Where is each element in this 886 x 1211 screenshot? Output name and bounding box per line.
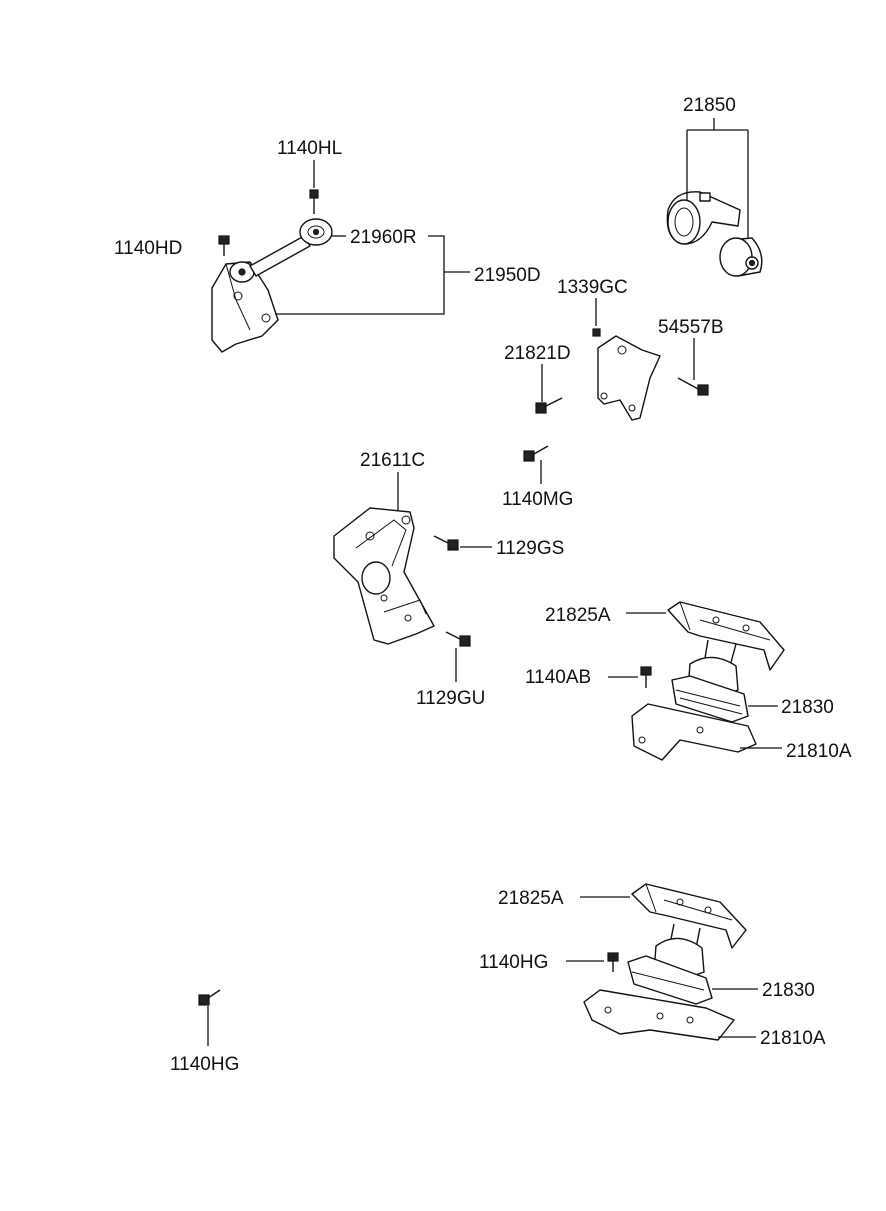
bolt-1140AB <box>640 666 652 688</box>
bolt-1140MG <box>523 445 549 462</box>
label-21611C: 21611C <box>360 450 425 471</box>
label-21830-bot: 21830 <box>762 980 815 1001</box>
part-21825A-upper-bracket <box>667 601 785 671</box>
label-21821D: 21821D <box>504 343 571 364</box>
bolt-1140HL <box>309 189 319 214</box>
label-21960R: 21960R <box>350 227 417 248</box>
bolt-1140HG-right <box>607 952 619 972</box>
label-21810A-top: 21810A <box>786 741 852 762</box>
label-1129GS: 1129GS <box>496 538 564 559</box>
label-54557B: 54557B <box>658 317 724 338</box>
part-21950D-bracket <box>211 261 279 353</box>
part-21810A-lower-base <box>583 989 735 1041</box>
bolt-21821D <box>535 397 563 414</box>
label-1140HG-left: 1140HG <box>170 1054 239 1075</box>
label-21950D: 21950D <box>474 265 541 286</box>
label-21825A-bot: 21825A <box>498 888 564 909</box>
label-21825A-top: 21825A <box>545 605 611 626</box>
part-21810A-upper-base <box>631 703 757 761</box>
label-1140HL: 1140HL <box>277 138 342 159</box>
part-small-bracket <box>597 335 661 421</box>
part-21850-bracket-ring <box>666 191 741 245</box>
label-21810A-bot: 21810A <box>760 1028 826 1049</box>
bolt-1129GS <box>433 535 459 551</box>
leader-21950D <box>276 235 470 315</box>
label-1140MG: 1140MG <box>502 489 573 510</box>
label-21830-top: 21830 <box>781 697 834 718</box>
part-21960R-rod <box>249 218 333 277</box>
label-21850: 21850 <box>683 95 736 116</box>
nut-1339GC <box>592 328 601 337</box>
bolt-1140HD <box>218 235 230 256</box>
label-1339GC: 1339GC <box>557 277 628 298</box>
label-1140HD: 1140HD <box>114 238 182 259</box>
label-1140HG-right: 1140HG <box>479 952 548 973</box>
bolt-54557B <box>677 377 709 396</box>
part-21611C-bracket <box>333 507 435 645</box>
label-1140AB: 1140AB <box>525 667 591 688</box>
bolt-1129GU <box>445 631 471 647</box>
part-21850-bushing <box>719 237 763 277</box>
part-21825A-lower-bracket <box>631 883 747 949</box>
bolt-1140HG-left <box>198 989 221 1006</box>
part-21830-mount-lower <box>627 923 713 1005</box>
part-21830-mount <box>671 639 749 723</box>
label-1129GU: 1129GU <box>416 688 485 709</box>
leader-21850 <box>686 118 749 238</box>
